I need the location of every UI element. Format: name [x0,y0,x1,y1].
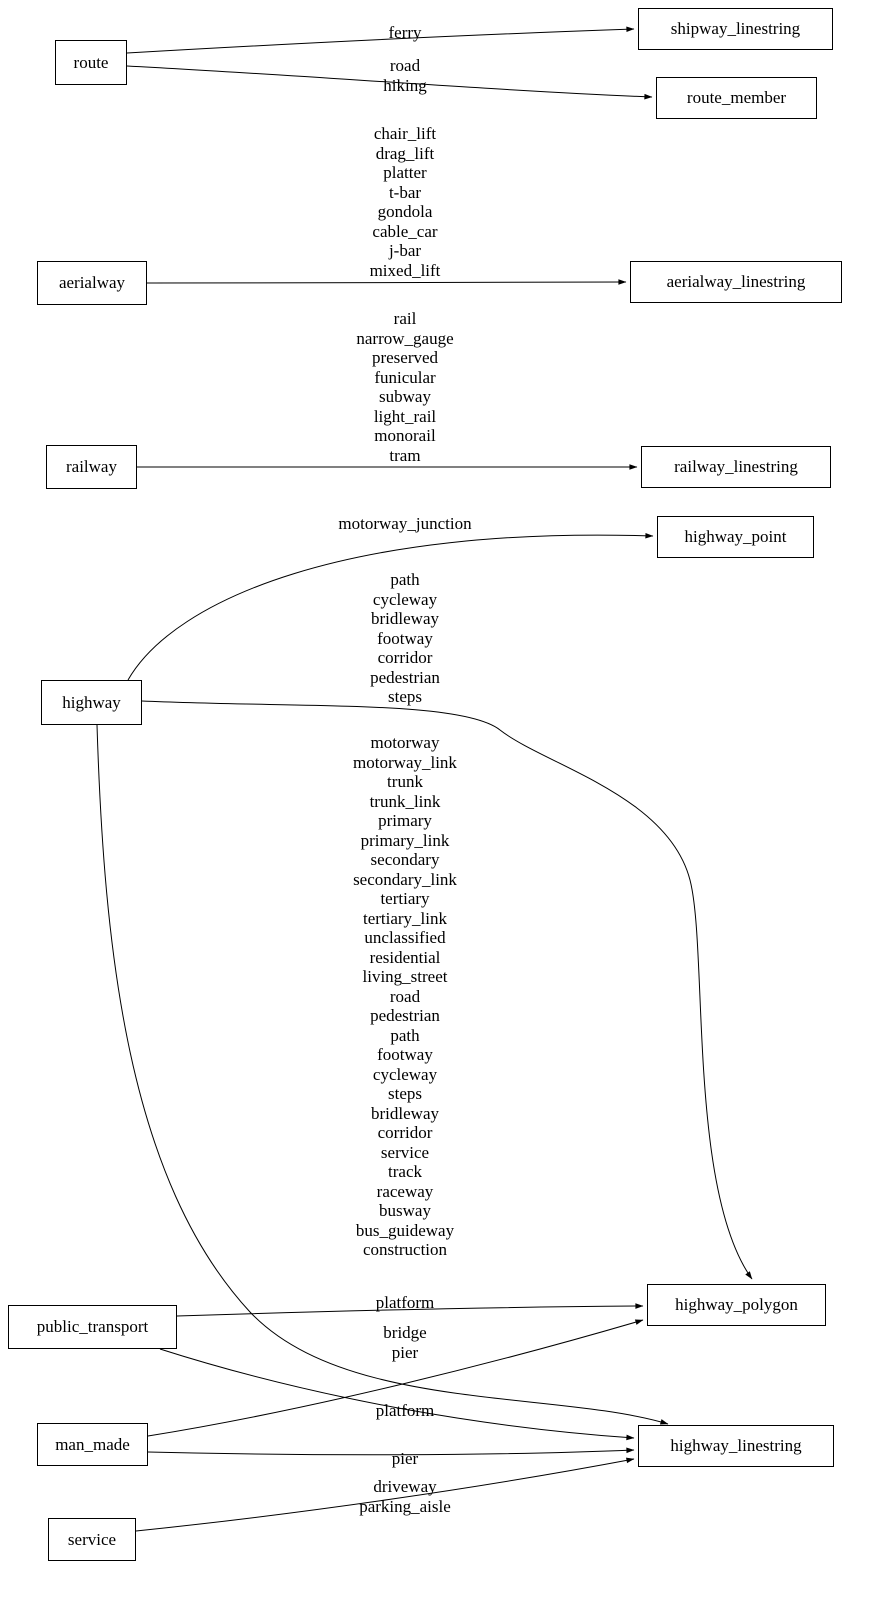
node-shipway-linestring: shipway_linestring [638,8,833,50]
node-aerialway-linestring: aerialway_linestring [630,261,842,303]
node-aerialway: aerialway [37,261,147,305]
node-railway-linestring: railway_linestring [641,446,831,488]
edge-label-railway-types: rail narrow_gauge preserved funicular su… [356,309,454,465]
node-route: route [55,40,127,85]
node-man-made: man_made [37,1423,148,1466]
edge-label-road-hiking: road hiking [383,56,427,95]
edge-highway-highway-polygon [141,700,753,1280]
node-public-transport: public_transport [8,1305,177,1349]
node-highway-linestring: highway_linestring [638,1425,834,1467]
node-highway-polygon: highway_polygon [647,1284,826,1326]
edge-label-aerialway-types: chair_lift drag_lift platter t-bar gondo… [369,124,441,280]
node-service: service [48,1518,136,1561]
edge-label-platform-polygon: platform [375,1293,435,1312]
node-highway-point: highway_point [657,516,814,558]
edge-public-transport-highway-linestring [159,1348,635,1441]
edge-man-made-highway-polygon [147,1319,644,1437]
edge-label-highway-linestring-types: motorway motorway_link trunk trunk_link … [353,733,457,1259]
edge-label-highway-polygon-types: path cycleway bridleway footway corridor… [370,570,440,706]
node-railway: railway [46,445,137,489]
edge-route-route-member [126,65,653,100]
edge-label-driveway-parking-aisle: driveway parking_aisle [359,1477,451,1516]
node-highway: highway [41,680,142,725]
edge-man-made-highway-linestring [147,1447,635,1456]
edge-aerialway-aerialway-linestring [146,279,627,285]
edge-label-bridge-pier: bridge pier [383,1323,427,1362]
node-route-member: route_member [656,77,817,119]
edge-public-transport-highway-polygon [176,1303,644,1317]
edge-label-pier: pier [391,1449,419,1468]
edge-service-highway-linestring [135,1457,635,1532]
edge-route-shipway-linestring [126,26,635,54]
edge-label-platform-linestring: platform [375,1401,435,1420]
edge-label-ferry: ferry [388,23,422,42]
edge-highway-highway-linestring [96,724,669,1425]
edge-highway-highway-point [127,532,654,681]
edge-label-motorway-junction: motorway_junction [338,514,472,533]
